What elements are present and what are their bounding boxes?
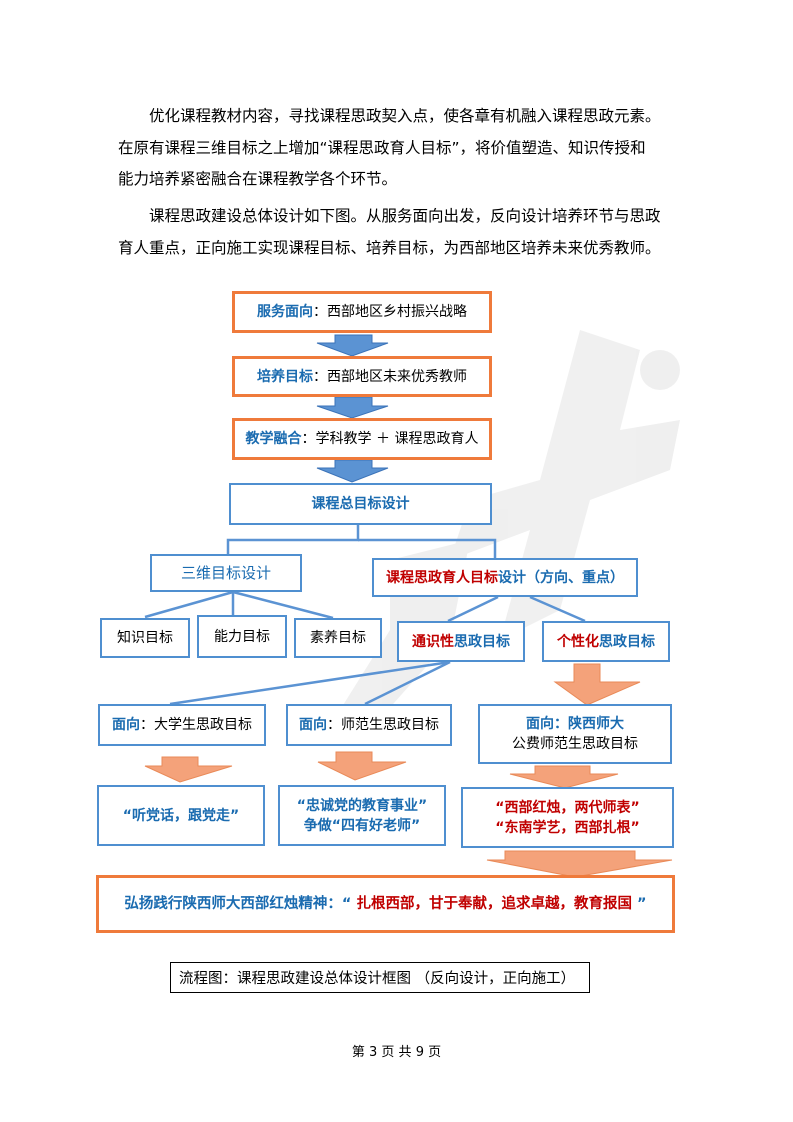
text-line: 能力培养紧密融合在课程教学各个环节。 [118,170,398,188]
ideo-goal-box: 课程思政育人目标设计（方向、重点） [372,558,638,597]
paragraph-1: 优化课程教材内容，寻找课程思政契入点，使各章有机融入课程思政元素。 在原有课程三… [118,101,678,196]
box-label: 面向 [299,717,327,733]
page-number: 第 3 页 共 9 页 [351,1045,442,1060]
paragraph-2: 课程思政建设总体设计如下图。从服务面向出发，反向设计培养环节与思政 育人重点，正… [118,201,678,264]
down-arrow-icon [486,850,673,878]
box-text: 素养目标 [310,630,366,646]
box-label-red: 个性化 [557,633,599,650]
figure-caption: 流程图：课程思政建设总体设计框图 （反向设计，正向施工） [170,962,590,993]
face-normal-box: 面向：师范生思政目标 [286,704,452,746]
box-text: ：师范生思政目标 [327,717,439,733]
connector-line [144,590,234,619]
literacy-box: 素养目标 [294,618,382,658]
box-label-blue: 思政目标 [599,633,655,650]
down-arrow-icon [316,334,389,357]
box-label: 教学融合 [245,431,302,447]
box-label-blue: 弘扬践行陕西师大西部红烛精神：“ [124,896,352,912]
general-goal-box: 通识性思政目标 [397,621,525,662]
face-undergrad-box: 面向：大学生思政目标 [98,704,266,746]
overall-box: 课程总目标设计 [229,483,492,525]
box-text: ：西部地区乡村振兴战略 [313,304,467,320]
ability-box: 能力目标 [197,615,287,658]
connector-line [529,595,586,623]
box-label: 争做“四有好老师” [303,817,421,834]
connector-line [358,538,497,558]
down-arrow-icon [316,459,389,483]
training-box: 培养目标：西部地区未来优秀教师 [232,356,492,397]
service-box: 服务面向：西部地区乡村振兴战略 [232,291,492,333]
box-label: “听党话，跟党走” [122,807,240,824]
box-label: 面向：陕西师大 [526,716,624,732]
personal-goal-box: 个性化思政目标 [542,621,670,662]
box-label: “忠诚党的教育事业” [296,797,428,814]
box-label-blue: 思政目标 [454,633,510,650]
box-text: 知识目标 [117,630,173,646]
box-label-red: 课程思政育人目标 [386,569,498,586]
knowledge-box: 知识目标 [100,618,190,658]
connector-line [226,525,360,554]
box-text: 能力目标 [214,628,270,645]
text-line: 育人重点，正向施工实现课程目标、培养目标，为西部地区培养未来优秀教师。 [118,238,661,257]
connector-line [364,660,451,706]
connector-line [447,595,499,623]
text-line: 在原有课程三维目标之上增加“课程思政育人目标”，将价值塑造、知识传授和 [118,138,646,157]
box-label: 课程总目标设计 [311,496,410,512]
outcome-candle-box: “西部红烛，两代师表” “东南学艺，西部扎根” [461,787,674,848]
down-arrow-icon [317,751,407,781]
box-label: 三维目标设计 [180,564,271,582]
box-text: ：学科教学 ＋ 课程思政育人 [301,431,479,447]
text-line: 课程思政建设总体设计如下图。从服务面向出发，反向设计培养环节与思政 [149,207,661,225]
outcome-teacher-box: “忠诚党的教育事业” 争做“四有好老师” [278,785,446,846]
box-label: 培养目标 [257,368,313,385]
box-label-blue: ” [637,896,647,912]
box-label-red: “西部红烛，两代师表” [495,799,640,816]
box-label: 面向 [112,717,140,733]
fusion-box: 教学融合：学科教学 ＋ 课程思政育人 [232,418,492,460]
connector-line [232,590,334,620]
three-dim-box: 三维目标设计 [150,554,302,592]
box-text: ：西部地区未来优秀教师 [313,368,467,385]
down-arrow-icon [316,396,389,419]
connector-line [169,660,451,706]
down-arrow-icon [553,663,641,706]
box-label-blue: 设计（方向、重点） [498,569,624,586]
box-label-red: “东南学艺，西部扎根” [495,819,640,836]
box-label-red: 扎根西部，甘于奉献，追求卓越，教育报国 [351,896,638,912]
down-arrow-icon [144,756,233,783]
down-arrow-icon [509,765,619,789]
outcome-party-box: “听党话，跟党走” [97,785,265,846]
box-text: 公费师范生思政目标 [512,736,638,752]
text-line: 优化课程教材内容，寻找课程思政契入点，使各章有机融入课程思政元素。 [149,107,661,125]
box-label-red: 通识性 [412,633,454,650]
spirit-box: 弘扬践行陕西师大西部红烛精神：“ 扎根西部，甘于奉献，追求卓越，教育报国 ” [96,875,675,933]
face-snnu-box: 面向：陕西师大 公费师范生思政目标 [478,704,672,764]
box-text: ：大学生思政目标 [140,717,252,733]
box-label: 服务面向 [257,304,313,320]
